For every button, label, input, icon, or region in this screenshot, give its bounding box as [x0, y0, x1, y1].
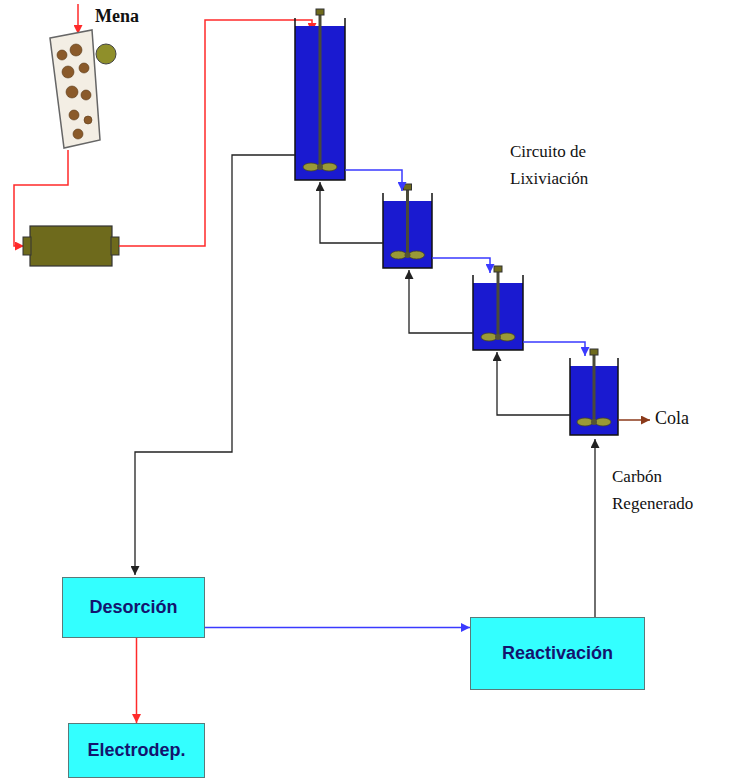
leach-tanks [295, 9, 618, 435]
box-label: Reactivación [502, 643, 613, 664]
carbon-label: Carbón Regenerado [612, 463, 732, 517]
crusher-symbol [50, 30, 116, 148]
ore-feed-arrow [77, 4, 79, 34]
ball-mill-symbol [23, 226, 119, 266]
tailings-arrow [618, 419, 650, 421]
carbon-flow [135, 155, 595, 617]
flow-arrow [205, 627, 470, 629]
ore-label: Mena [95, 6, 175, 28]
pulp-flow [345, 170, 585, 356]
tailings-label: Cola [655, 408, 725, 430]
stirred-tank [295, 9, 345, 180]
flow-arrow [136, 638, 138, 723]
stirred-tank [570, 349, 618, 435]
box-label: Electrodep. [87, 740, 185, 761]
electrowinning-box: Electrodep. [68, 723, 205, 778]
box-label: Desorción [89, 597, 177, 618]
desorption-box: Desorción [62, 577, 205, 638]
stirred-tank [383, 184, 432, 268]
reactivation-box: Reactivación [470, 617, 645, 690]
pulp-feed-line [119, 20, 312, 246]
circuit-label: Circuito de Lixiviación [510, 138, 628, 192]
stirred-tank [473, 266, 523, 350]
